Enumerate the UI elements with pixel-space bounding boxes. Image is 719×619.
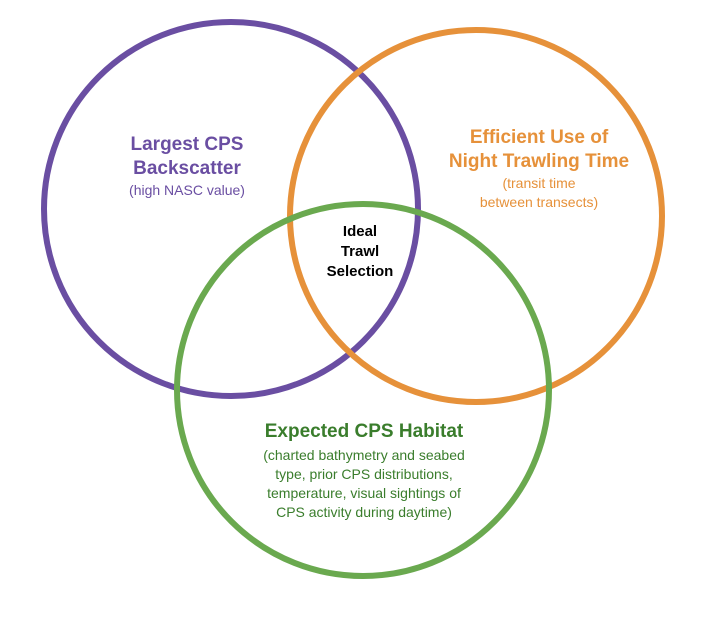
trawling-time-circle <box>287 27 665 405</box>
backscatter-circle <box>41 19 421 399</box>
intersection-line2: Trawl <box>340 243 380 260</box>
intersection-line3: Selection <box>326 263 394 280</box>
backscatter-title-line2: Backscatter <box>133 158 241 179</box>
trawling-detail-line2: between transects) <box>479 194 599 210</box>
habitat-detail-line1: (charted bathymetry and seabed <box>263 447 465 463</box>
trawling-title-line1: Efficient Use of <box>469 127 609 148</box>
habitat-detail-line3: temperature, visual sightings of <box>267 485 461 501</box>
trawling-title-line2: Night Trawling Time <box>448 151 630 172</box>
backscatter-title-line1: Largest CPS <box>130 134 244 155</box>
trawling-detail-line1: (transit time <box>502 175 576 191</box>
intersection-line1: Ideal <box>342 223 378 240</box>
backscatter-detail: (high NASC value) <box>129 182 245 198</box>
habitat-detail-line2: type, prior CPS distributions, <box>275 466 453 482</box>
habitat-circle <box>174 201 552 579</box>
habitat-title: Expected CPS Habitat <box>264 421 464 442</box>
habitat-detail-line4: CPS activity during daytime) <box>276 504 452 520</box>
